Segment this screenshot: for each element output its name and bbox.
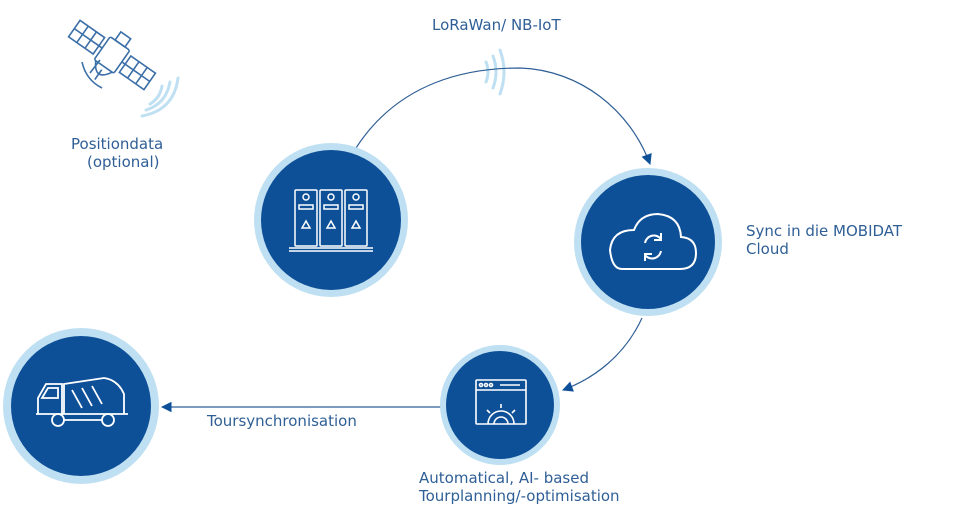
network-label: LoRaWan/ NB-IoT bbox=[432, 16, 561, 34]
planning-label: Automatical, AI- based Tourplanning/-opt… bbox=[419, 469, 620, 505]
browser-gear-icon bbox=[475, 379, 527, 425]
planning-label-line1: Automatical, AI- based bbox=[419, 469, 589, 487]
bins-node bbox=[254, 143, 408, 297]
sync-label: Sync in die MOBIDAT Cloud bbox=[746, 222, 902, 258]
connector-bins-to-cloud bbox=[355, 67, 652, 166]
position-label-line2: (optional) bbox=[87, 153, 160, 171]
sync-label-line2: Cloud bbox=[746, 240, 789, 258]
signal-waves-icon bbox=[484, 48, 506, 96]
waste-bins-icon bbox=[289, 189, 373, 252]
planning-label-line2: Tourplanning/-optimisation bbox=[419, 487, 620, 505]
truck-node bbox=[3, 328, 159, 484]
connector-cloud-to-planning bbox=[561, 317, 643, 392]
satellite-signal-icon bbox=[140, 76, 180, 118]
satellite-icon bbox=[67, 19, 157, 91]
planning-node bbox=[440, 345, 560, 465]
garbage-truck-icon bbox=[36, 377, 128, 427]
sync-label-line1: Sync in die MOBIDAT bbox=[746, 222, 903, 240]
position-label: Positiondata (optional) bbox=[71, 135, 163, 171]
tour-sync-label: Toursynchronisation bbox=[207, 412, 357, 430]
cloud-node bbox=[574, 168, 722, 316]
position-label-line1: Positiondata bbox=[71, 135, 164, 153]
cloud-sync-icon bbox=[608, 212, 698, 270]
